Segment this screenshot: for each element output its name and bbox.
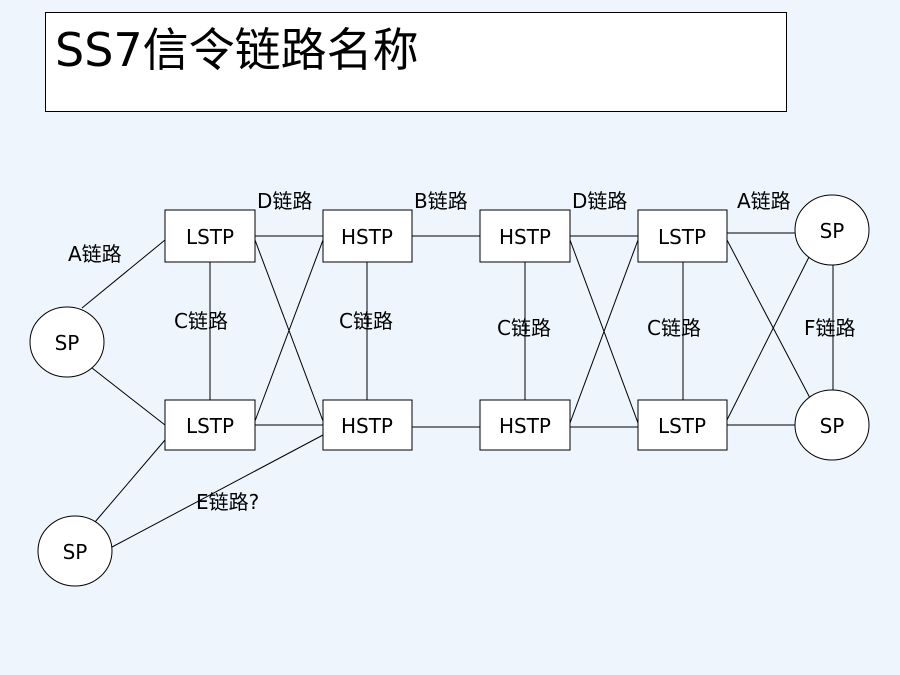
hstp-1-top-label: HSTP [341, 225, 393, 249]
lstp-bottom-right-label: LSTP [658, 414, 706, 438]
title-box: SS7信令链路名称 [45, 12, 787, 112]
lstp-bottom-left-label: LSTP [186, 414, 234, 438]
label-a-left: A链路 [68, 242, 122, 266]
hstp-2-bottom-label: HSTP [499, 414, 551, 438]
lstp-top-left: LSTP [164, 209, 256, 263]
sp-right-bottom-label: SP [820, 414, 845, 438]
sp-bottom-left: SP [37, 515, 113, 587]
link-labels: A链路 D链路 B链路 D链路 A链路 C链路 C链路 C链路 C链路 F链路 … [68, 189, 856, 514]
label-c3: C链路 [497, 316, 551, 340]
label-c4: C链路 [647, 316, 701, 340]
hstp-1-top: HSTP [322, 209, 413, 263]
lstp-bottom-left: LSTP [164, 399, 256, 451]
label-d-right: D链路 [572, 189, 627, 213]
page-title: SS7信令链路名称 [55, 23, 419, 77]
lstp-top-right: LSTP [637, 209, 728, 263]
connections [81, 232, 834, 548]
label-c2: C链路 [339, 309, 393, 333]
sp-bottom-left-label: SP [63, 540, 88, 564]
hstp-2-bottom: HSTP [479, 399, 571, 451]
sp-left: SP [29, 306, 105, 378]
label-d-left: D链路 [257, 189, 312, 213]
link-lstp-br-sp-rt [726, 254, 811, 421]
sp-right-top-label: SP [820, 219, 845, 243]
hstp-2-top-label: HSTP [499, 225, 551, 249]
link-sp-bl-lstp-bl [94, 439, 166, 523]
label-c1: C链路 [174, 309, 228, 333]
label-a-right: A链路 [737, 189, 791, 213]
hstp-2-top: HSTP [479, 209, 571, 263]
label-f: F链路 [804, 316, 856, 340]
link-hstp-2b-lstp-tr [569, 239, 639, 424]
sp-right-bottom: SP [794, 389, 870, 461]
lstp-top-right-label: LSTP [658, 225, 706, 249]
link-sp-bl-hstp-1b [111, 434, 324, 548]
sp-right-top: SP [794, 194, 870, 266]
label-e: E链路? [196, 490, 259, 514]
sp-left-label: SP [55, 331, 80, 355]
label-b-mid: B链路 [414, 189, 468, 213]
hstp-1-bottom-label: HSTP [341, 414, 393, 438]
link-lstp-tr-sp-rb [726, 239, 811, 399]
lstp-bottom-right: LSTP [637, 399, 728, 451]
link-sp-left-lstp-tl [81, 239, 166, 309]
lstp-top-left-label: LSTP [186, 225, 234, 249]
hstp-1-bottom: HSTP [322, 399, 413, 451]
link-sp-left-lstp-bl [91, 367, 166, 426]
link-lstp-bl-hstp-1t [254, 239, 324, 422]
